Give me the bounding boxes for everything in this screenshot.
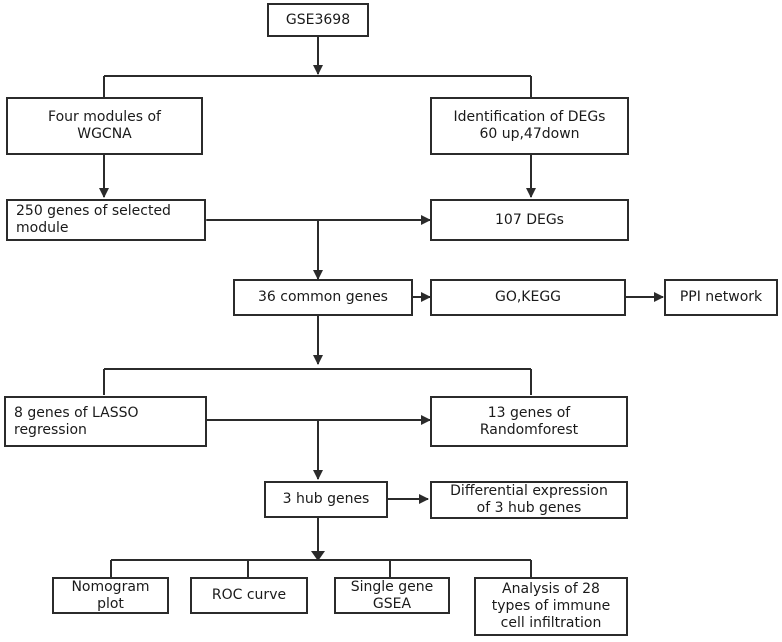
node-immune-infiltration-label: Analysis of 28 types of immune cell infi…	[491, 581, 611, 631]
node-250-genes: 250 genes of selected module	[6, 199, 206, 241]
node-gse3698-label: GSE3698	[285, 11, 351, 28]
node-roc-curve-label: ROC curve	[211, 587, 287, 603]
node-107-degs: 107 DEGs	[430, 199, 629, 241]
node-single-gene-gsea-label: Single gene GSEA	[350, 578, 434, 612]
node-differential-expression: Differential expression of 3 hub genes	[430, 481, 628, 519]
node-immune-infiltration: Analysis of 28 types of immune cell infi…	[474, 577, 628, 636]
node-ppi-network: PPI network	[664, 279, 778, 316]
node-differential-expression-label: Differential expression of 3 hub genes	[450, 483, 608, 516]
node-lasso-genes: 8 genes of LASSO regression	[4, 396, 207, 447]
node-wgcna-modules: Four modules of WGCNA	[6, 97, 203, 155]
node-107-degs-label: 107 DEGs	[495, 211, 564, 228]
node-36-common-genes-label: 36 common genes	[258, 289, 388, 305]
node-randomforest-genes: 13 genes of Randomforest	[430, 396, 628, 447]
node-go-kegg-label: GO,KEGG	[494, 289, 562, 305]
node-250-genes-label: 250 genes of selected module	[16, 203, 171, 236]
arrowhead-bottom-split	[311, 551, 325, 561]
node-3-hub-genes: 3 hub genes	[264, 481, 388, 518]
node-deg-identification: Identification of DEGs 60 up,47down	[430, 97, 629, 155]
node-gse3698: GSE3698	[267, 3, 369, 37]
node-deg-identification-label: Identification of DEGs 60 up,47down	[453, 109, 606, 142]
node-nomogram-plot: Nomogram plot	[52, 577, 169, 614]
node-roc-curve: ROC curve	[190, 577, 308, 614]
node-3-hub-genes-label: 3 hub genes	[282, 491, 370, 507]
node-nomogram-plot-label: Nomogram plot	[71, 578, 150, 612]
node-lasso-genes-label: 8 genes of LASSO regression	[14, 404, 139, 438]
node-go-kegg: GO,KEGG	[430, 279, 626, 316]
node-single-gene-gsea: Single gene GSEA	[334, 577, 450, 614]
node-randomforest-genes-label: 13 genes of Randomforest	[479, 404, 579, 438]
node-ppi-network-label: PPI network	[679, 289, 763, 305]
node-36-common-genes: 36 common genes	[233, 279, 413, 316]
node-wgcna-modules-label: Four modules of WGCNA	[48, 109, 161, 142]
